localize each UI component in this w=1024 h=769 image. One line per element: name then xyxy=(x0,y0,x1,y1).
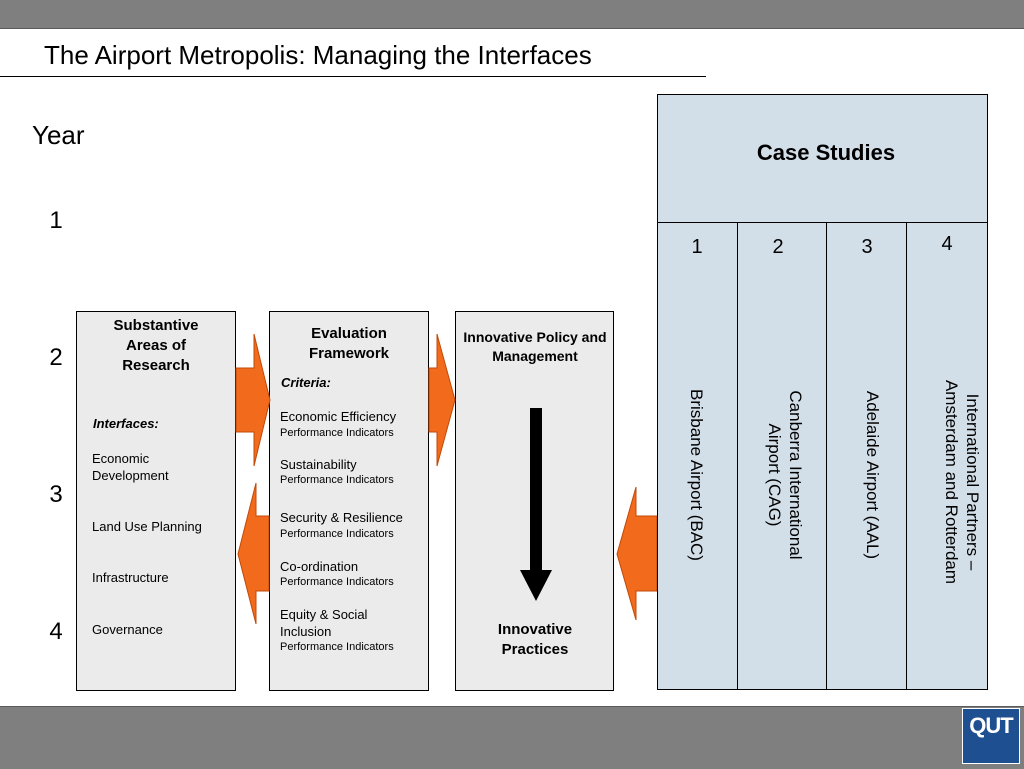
research-item-infrastructure: Infrastructure xyxy=(92,570,169,585)
case-number-2: 2 xyxy=(772,236,784,258)
criterion-indicators: Performance Indicators xyxy=(280,474,394,486)
case-name-canberra: Canberra International Airport (CAG) xyxy=(765,390,805,560)
criterion-coordination: Co-ordination xyxy=(280,559,359,574)
title-underline xyxy=(0,76,706,77)
left-arrow xyxy=(616,486,658,621)
top-bar xyxy=(0,0,1024,29)
criterion-indicators: Performance Indicators xyxy=(280,427,394,439)
criterion-equity-social-inclusion: Equity & Social Inclusion xyxy=(280,607,368,639)
case-name-international: International Partners – Amsterdam and R… xyxy=(942,379,982,585)
slide-title: The Airport Metropolis: Managing the Int… xyxy=(44,40,592,70)
case-studies-heading: Case Studies xyxy=(756,140,896,165)
criteria-label: Criteria: xyxy=(281,375,331,390)
case-name-brisbane: Brisbane Airport (BAC) xyxy=(687,389,706,561)
case-name-adelaide: Adelaide Airport (AAL) xyxy=(863,390,882,560)
interfaces-label: Interfaces: xyxy=(93,416,159,431)
case-column-divider xyxy=(737,222,738,690)
research-item-land-use-planning: Land Use Planning xyxy=(92,519,202,534)
criterion-indicators: Performance Indicators xyxy=(280,528,394,540)
criterion-indicators: Performance Indicators xyxy=(280,641,394,653)
evaluation-heading: Evaluation Framework xyxy=(308,325,390,362)
year-label: Year xyxy=(32,120,85,150)
evaluation-box: Evaluation Framework Criteria: Economic … xyxy=(269,311,429,691)
year-2: 2 xyxy=(49,344,63,371)
down-arrow-head xyxy=(520,570,552,601)
case-studies-divider xyxy=(657,222,988,223)
year-4: 4 xyxy=(49,618,63,645)
criterion-sustainability: Sustainability xyxy=(280,457,357,472)
research-item-economic-development: Economic Development xyxy=(92,451,169,483)
left-arrow xyxy=(237,482,270,625)
policy-heading: Innovative Policy and Management xyxy=(463,329,607,364)
case-number-1: 1 xyxy=(691,236,703,258)
research-box: Substantive Areas of Research Interfaces… xyxy=(76,311,236,691)
criterion-security-resilience: Security & Resilience xyxy=(280,510,403,525)
criterion-indicators: Performance Indicators xyxy=(280,576,394,588)
research-heading: Substantive Areas of Research xyxy=(113,317,199,374)
year-1: 1 xyxy=(49,207,63,234)
year-3: 3 xyxy=(49,481,63,508)
case-number-3: 3 xyxy=(861,236,873,258)
policy-footer: Innovative Practices xyxy=(497,621,573,658)
down-arrow-shaft xyxy=(530,408,542,572)
case-studies-panel xyxy=(657,94,988,690)
case-number-4: 4 xyxy=(941,233,953,255)
right-arrow xyxy=(235,333,271,467)
bottom-bar xyxy=(0,706,1024,769)
criterion-economic-efficiency: Economic Efficiency xyxy=(280,409,397,424)
research-item-governance: Governance xyxy=(92,622,163,637)
right-arrow xyxy=(428,333,456,467)
case-column-divider xyxy=(906,222,907,690)
case-column-divider xyxy=(826,222,827,690)
qut-logo-text: QUT xyxy=(969,713,1013,738)
qut-logo: QUT xyxy=(962,708,1020,764)
